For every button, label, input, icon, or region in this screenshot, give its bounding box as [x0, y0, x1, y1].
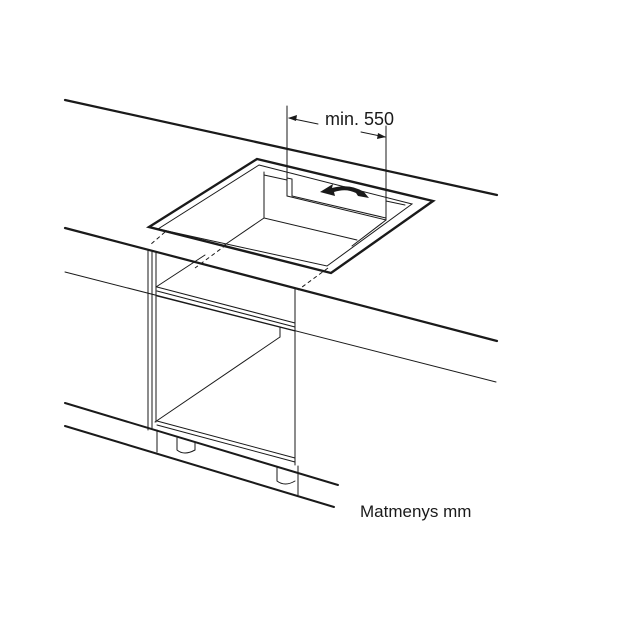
cabinet-leg: [176, 437, 196, 454]
countertop-front-edge: [63, 226, 499, 343]
hob-cutout: [145, 157, 436, 275]
units-label: Matmenys mm: [360, 502, 471, 521]
cabinet-leg: [276, 466, 296, 485]
airflow-arrows-icon: [320, 184, 369, 198]
projection-lines: [149, 231, 329, 291]
arrow-left-icon: [288, 115, 297, 121]
dimension-min-550: min. 550: [286, 105, 394, 221]
countertop-back-edge: [63, 98, 499, 197]
countertop: [63, 98, 499, 383]
plinth: [64, 402, 339, 508]
arrow-right-icon: [377, 133, 386, 139]
base-cabinet: [147, 249, 299, 496]
dimension-label: min. 550: [325, 109, 394, 129]
